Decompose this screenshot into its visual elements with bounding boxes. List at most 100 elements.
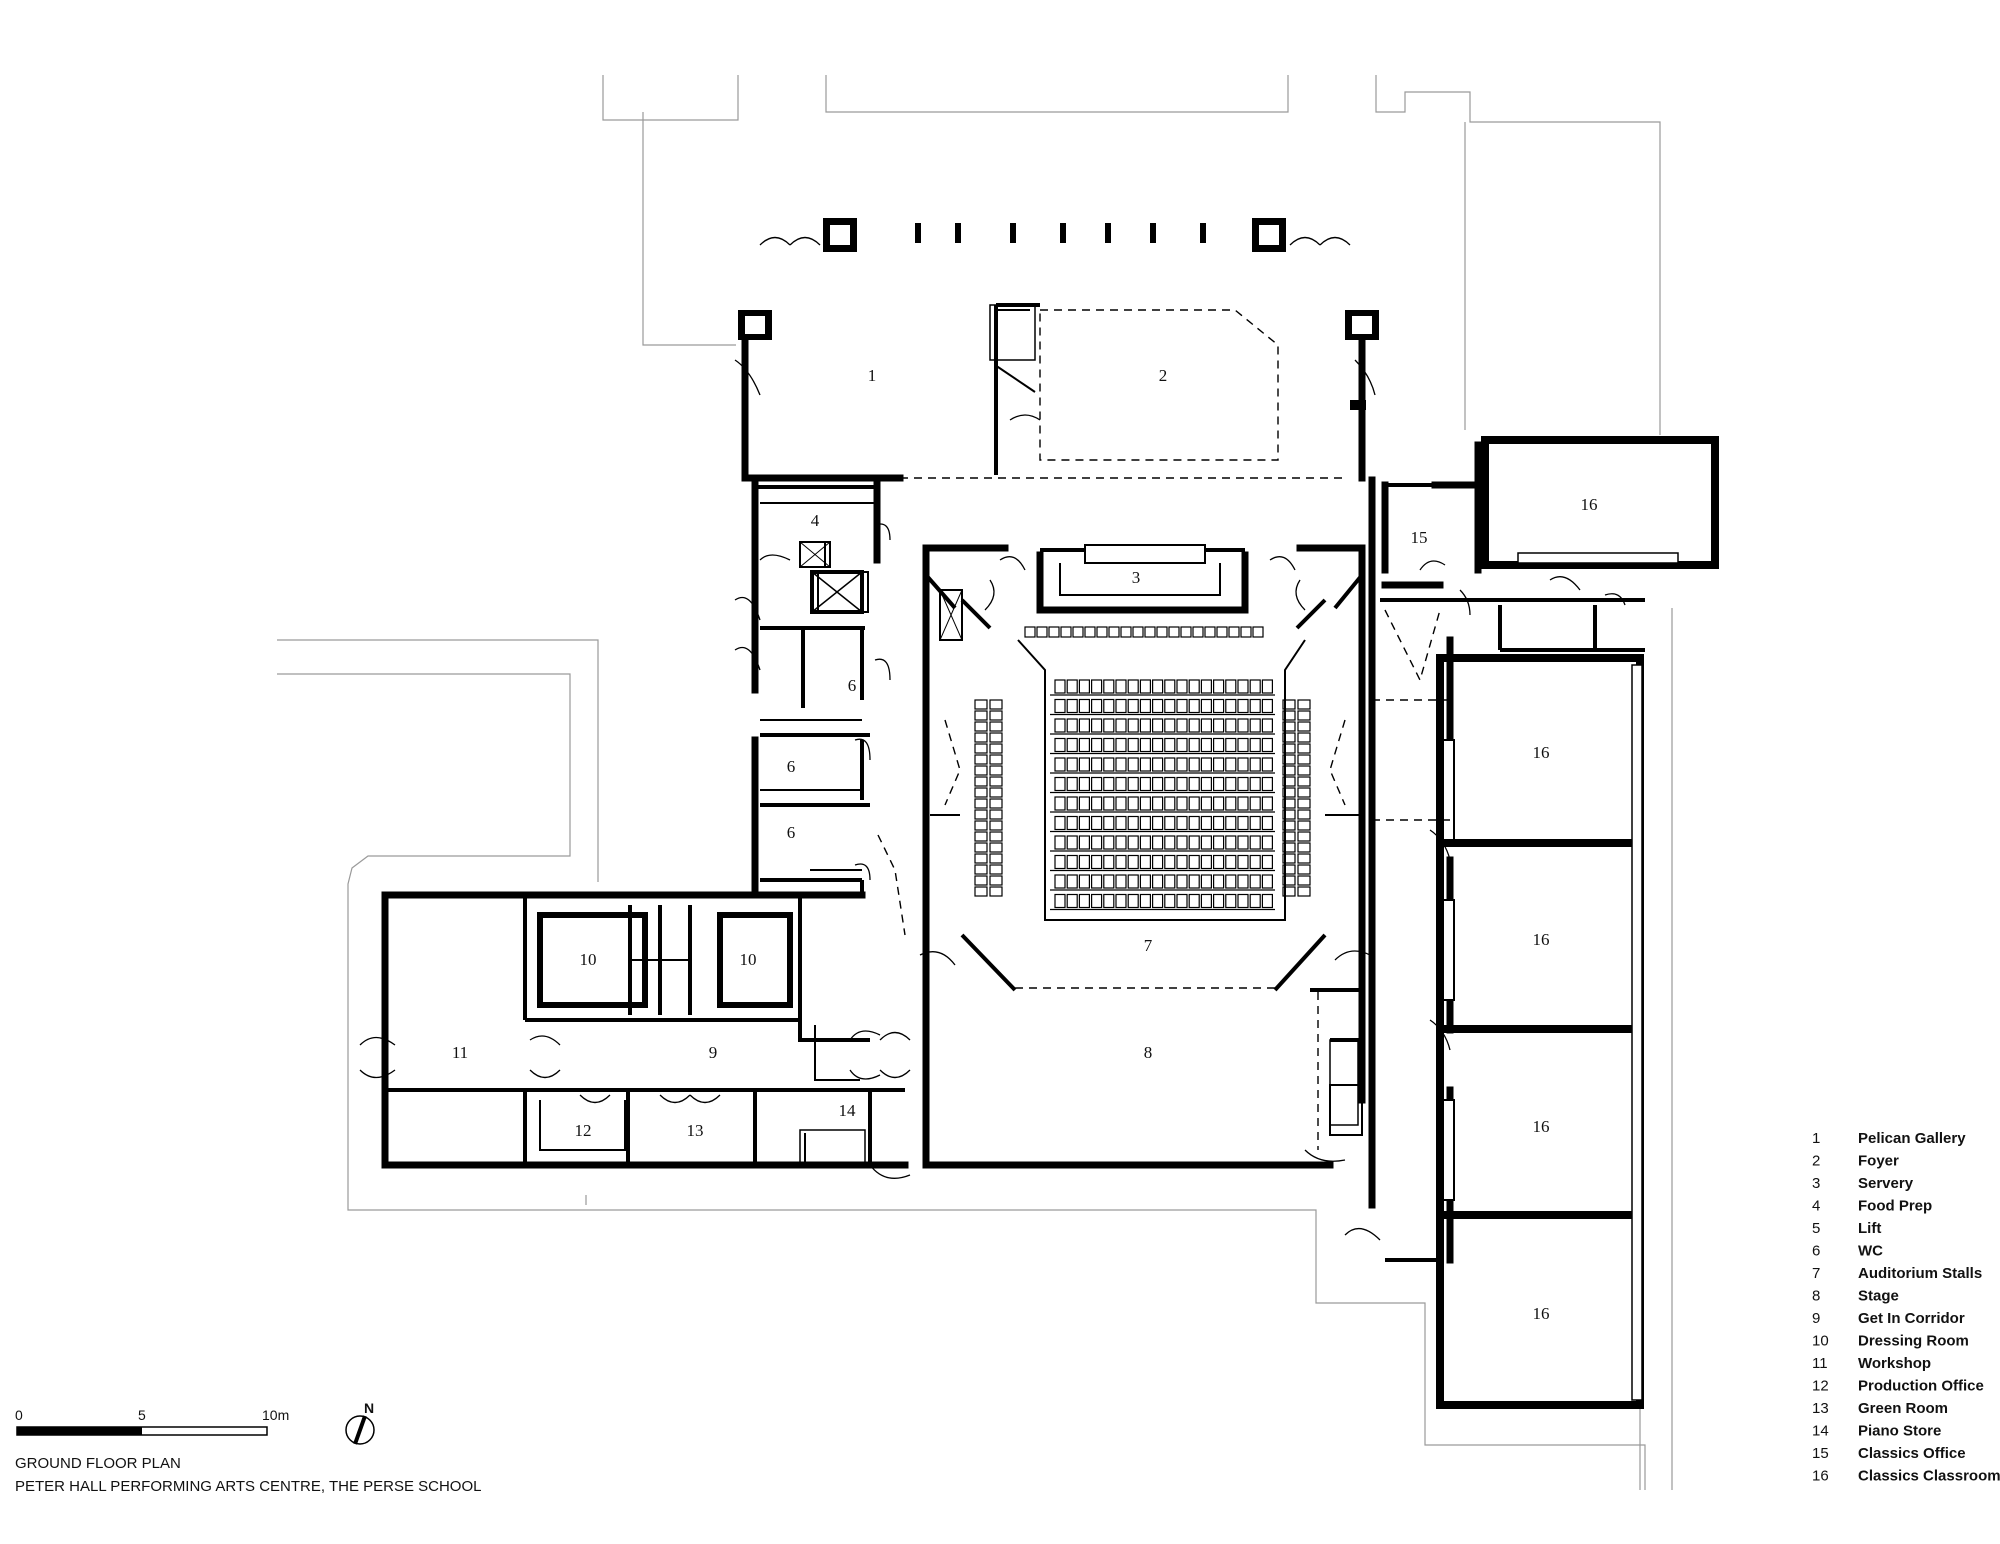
auditorium-seat — [1237, 698, 1249, 714]
auditorium-seat — [1115, 737, 1127, 753]
auditorium-seat — [1249, 893, 1261, 909]
auditorium-seat — [1237, 679, 1249, 694]
auditorium-seat — [974, 886, 988, 897]
auditorium-seat — [1188, 776, 1200, 792]
auditorium-seat — [1212, 737, 1225, 753]
auditorium-seat — [1240, 626, 1252, 638]
auditorium-seat — [1176, 757, 1188, 772]
auditorium-seat — [1188, 718, 1200, 733]
auditorium-seat — [1212, 854, 1225, 870]
auditorium-seat — [1225, 698, 1237, 714]
auditorium-seat — [1297, 842, 1311, 853]
auditorium-seat — [1127, 757, 1139, 772]
auditorium-seat — [1103, 737, 1115, 753]
auditorium-seat — [989, 787, 1003, 798]
auditorium-seat — [1261, 776, 1274, 792]
legend-room-name: Stage — [1858, 1288, 1899, 1305]
scale-tick-0: 0 — [15, 1407, 23, 1423]
room-label-2: 2 — [1159, 366, 1168, 385]
auditorium-seat — [1139, 776, 1152, 792]
auditorium-seat — [1261, 815, 1274, 831]
auditorium-seat — [1103, 854, 1115, 870]
auditorium-seat — [1225, 893, 1237, 909]
auditorium-seat — [1282, 732, 1296, 743]
legend-room-name: Get In Corridor — [1858, 1310, 1965, 1327]
auditorium-seat — [974, 809, 988, 820]
auditorium-seat — [1225, 815, 1237, 831]
auditorium-seat — [1261, 796, 1274, 811]
auditorium-seat — [1060, 626, 1072, 638]
legend-room-name: Classics Office — [1858, 1445, 1966, 1462]
auditorium-seat — [1054, 874, 1066, 889]
auditorium-seat — [989, 842, 1003, 853]
auditorium-seat — [1127, 737, 1139, 753]
auditorium-seat — [1237, 874, 1249, 889]
auditorium-seat — [1200, 854, 1213, 870]
auditorium-seat — [989, 699, 1003, 710]
auditorium-seat — [1200, 796, 1213, 811]
auditorium-seat — [1127, 796, 1139, 811]
auditorium-seat — [1096, 626, 1108, 638]
auditorium-seat — [1078, 874, 1091, 889]
auditorium-seat — [1164, 815, 1176, 831]
auditorium-seat — [1115, 776, 1127, 792]
auditorium-seat — [1090, 776, 1103, 792]
auditorium-seat — [1090, 874, 1103, 889]
auditorium-seat — [1200, 679, 1213, 694]
room-label-11: 11 — [452, 1043, 468, 1062]
auditorium-seat — [1103, 679, 1115, 694]
auditorium-seat — [1151, 835, 1164, 850]
auditorium-seat — [1164, 854, 1176, 870]
auditorium-seat — [1249, 718, 1261, 733]
auditorium-seat — [1078, 854, 1091, 870]
auditorium-seat — [1115, 718, 1127, 733]
auditorium-seat — [1225, 796, 1237, 811]
auditorium-seat — [974, 875, 988, 886]
auditorium-seat — [974, 798, 988, 809]
auditorium-seat — [1297, 743, 1311, 754]
auditorium-seat — [1151, 776, 1164, 792]
lift-shaft — [799, 541, 963, 641]
auditorium-seat — [1249, 757, 1261, 772]
caption-subtitle: PETER HALL PERFORMING ARTS CENTRE, THE P… — [15, 1478, 482, 1495]
auditorium-seat — [1261, 737, 1274, 753]
auditorium-seat — [1225, 679, 1237, 694]
auditorium-seat — [1252, 626, 1264, 638]
auditorium-seat — [1261, 854, 1274, 870]
auditorium-seat — [1204, 626, 1216, 638]
legend-room-name: Piano Store — [1858, 1423, 1941, 1440]
auditorium-seat — [1212, 679, 1225, 694]
auditorium-seat — [1090, 737, 1103, 753]
auditorium-seat — [1192, 626, 1204, 638]
auditorium-seat — [1115, 679, 1127, 694]
auditorium-seat — [1212, 815, 1225, 831]
room-label-4: 4 — [811, 511, 820, 530]
auditorium-seat — [1054, 893, 1066, 909]
auditorium-seat — [1200, 698, 1213, 714]
auditorium-seat — [989, 864, 1003, 875]
stair-foyer — [989, 304, 1036, 393]
auditorium-seat — [1225, 835, 1237, 850]
auditorium-seat — [1066, 854, 1078, 870]
auditorium-seat — [1237, 757, 1249, 772]
auditorium-seat — [1200, 874, 1213, 889]
auditorium-seat — [1090, 854, 1103, 870]
legend-room-name: Lift — [1858, 1220, 1881, 1237]
legend-room-name: Auditorium Stalls — [1858, 1265, 1982, 1282]
auditorium-seat — [1282, 754, 1296, 765]
auditorium-seat — [1297, 809, 1311, 820]
auditorium-seat — [1164, 757, 1176, 772]
auditorium-seat — [1297, 721, 1311, 732]
auditorium-seat — [1127, 679, 1139, 694]
auditorium-seat — [989, 798, 1003, 809]
auditorium-seat — [1066, 757, 1078, 772]
auditorium-seat — [974, 754, 988, 765]
auditorium-seat — [1115, 796, 1127, 811]
auditorium-seat — [1297, 732, 1311, 743]
auditorium-seat — [1237, 815, 1249, 831]
auditorium-seat — [1127, 835, 1139, 850]
auditorium-seat — [1078, 757, 1091, 772]
auditorium-seat — [1078, 835, 1091, 850]
legend-room-name: Food Prep — [1858, 1198, 1932, 1215]
